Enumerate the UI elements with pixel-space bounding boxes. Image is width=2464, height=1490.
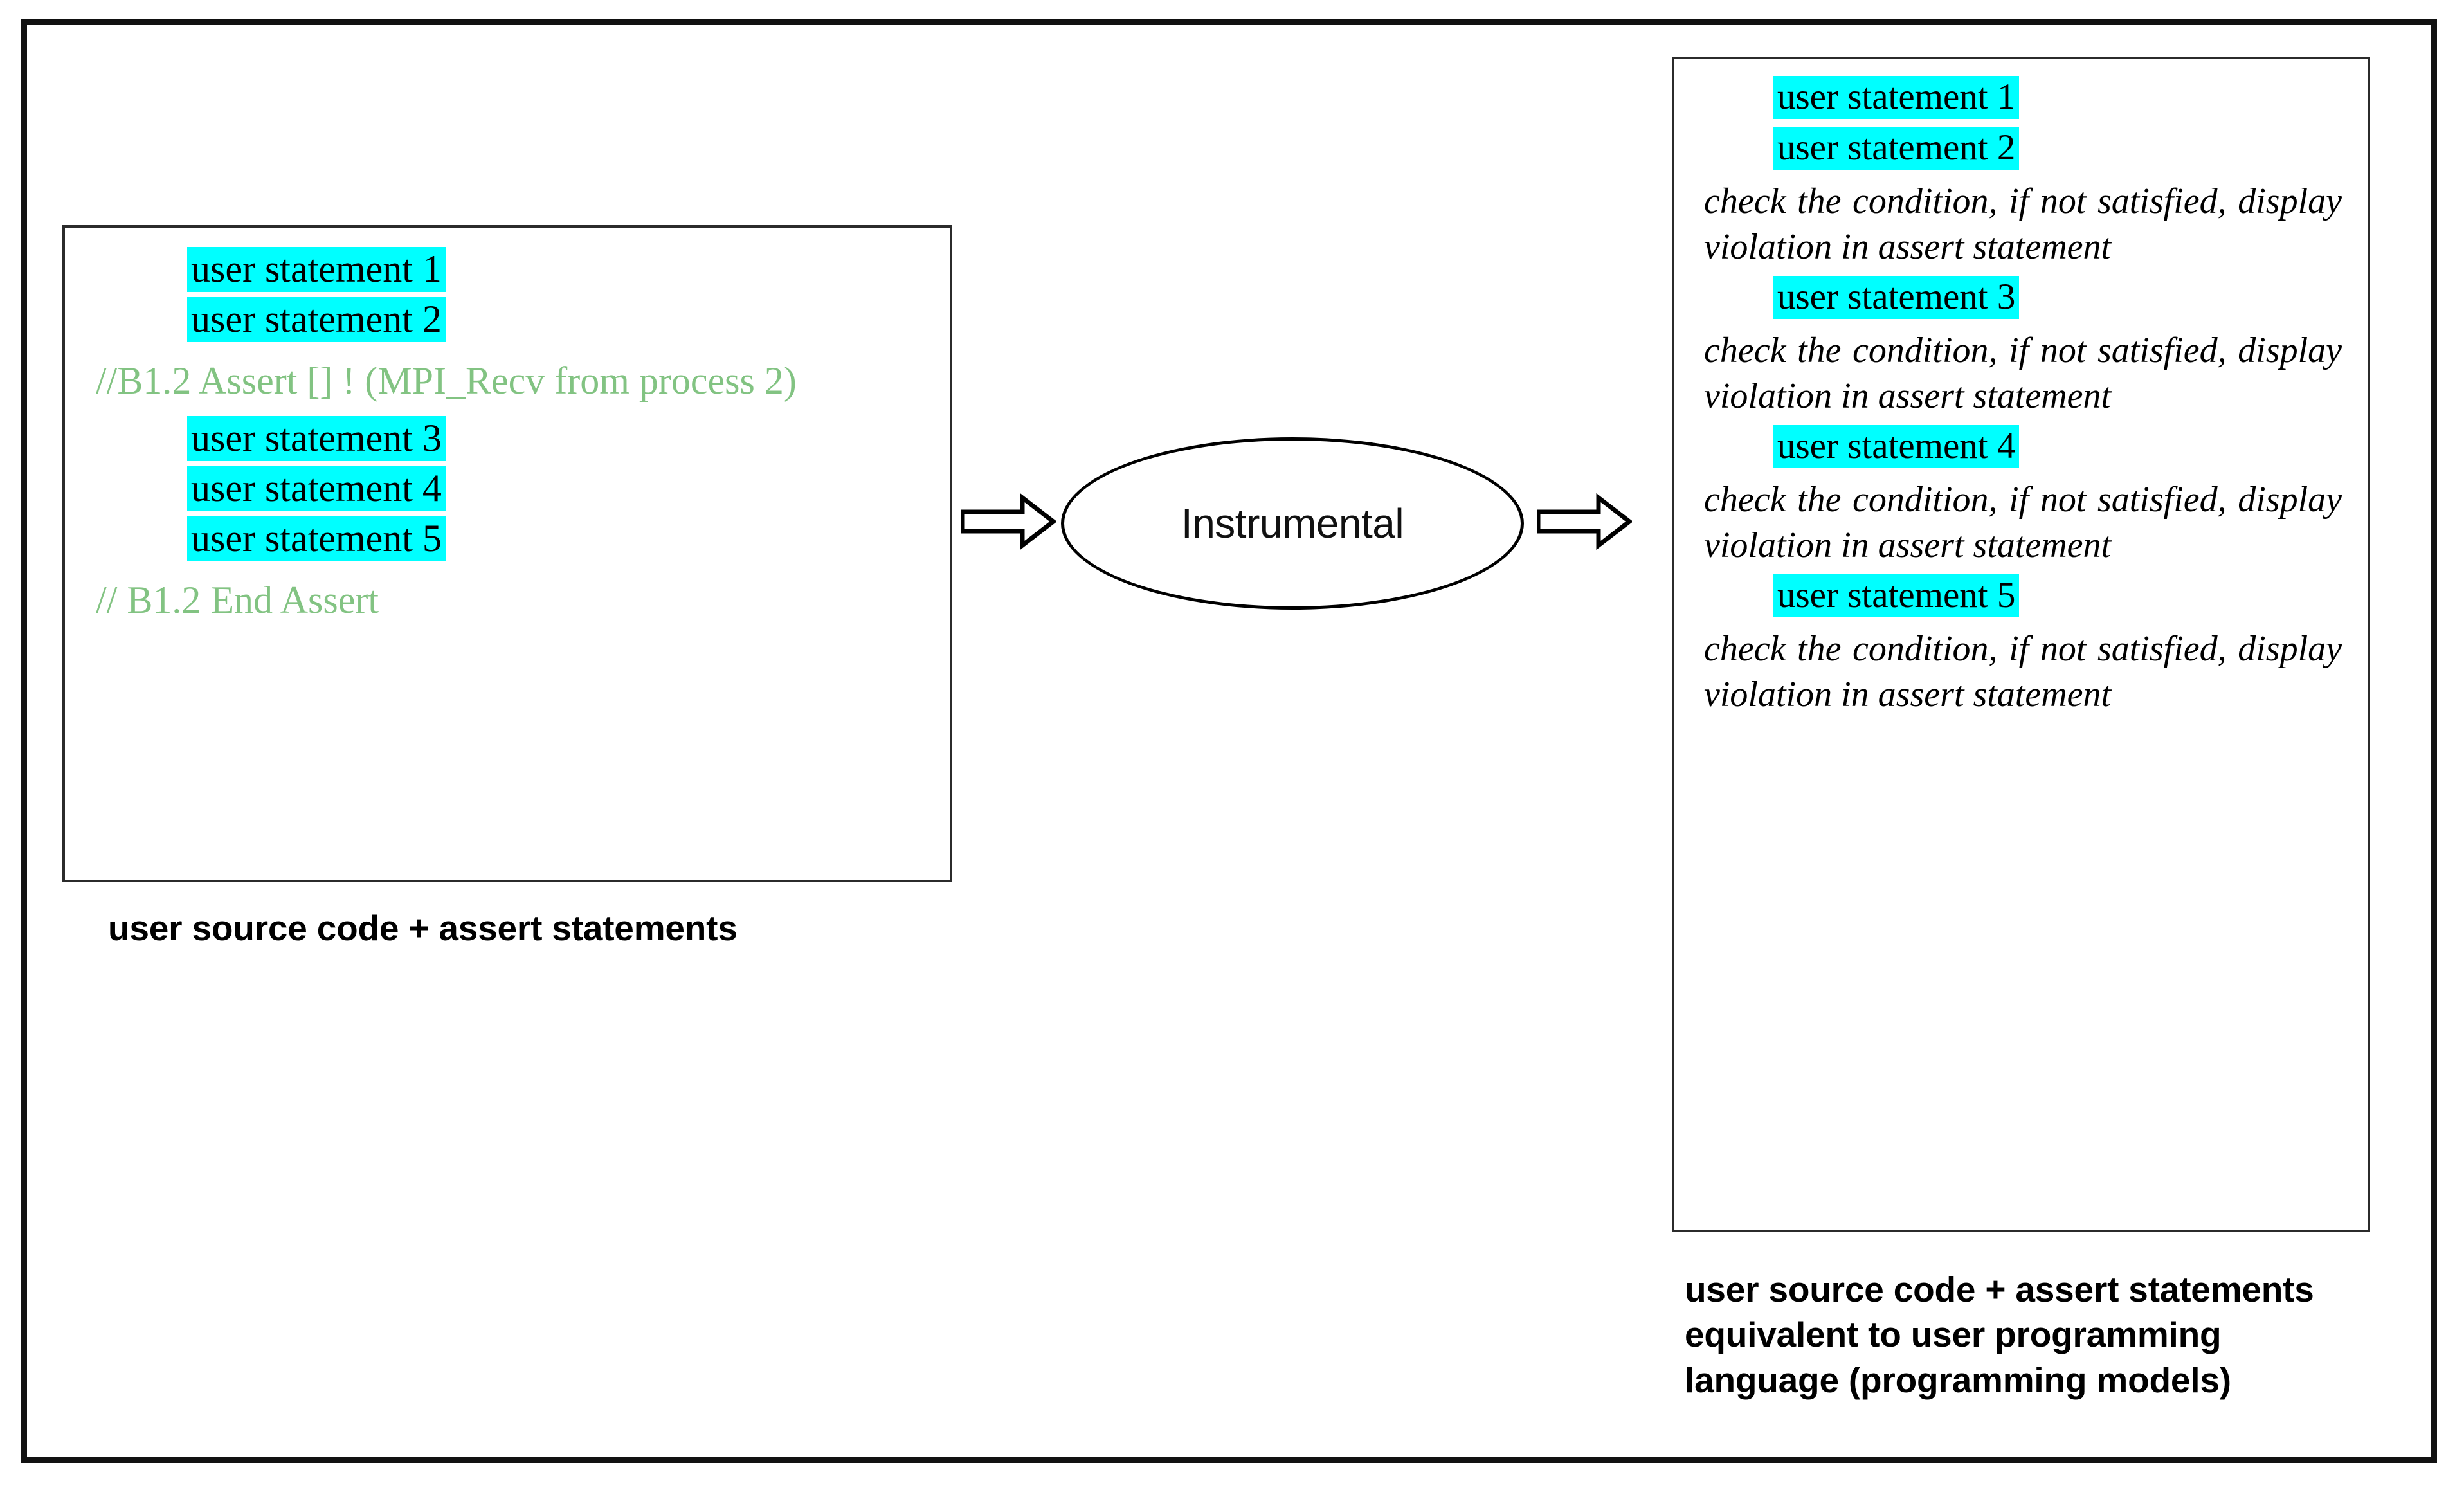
left-statement-3: user statement 3: [187, 415, 446, 461]
left-panel-caption: user source code + assert statements: [108, 908, 738, 948]
left-statement-5-row: user statement 5: [96, 516, 919, 561]
instrumental-label: Instrumental: [1181, 500, 1404, 547]
right-statement-5-row: user statement 5: [1704, 574, 2342, 618]
right-code-body: user statement 1 user statement 2 check …: [1704, 76, 2342, 723]
right-caption-line-2: equivalent to user programming: [1685, 1314, 2222, 1355]
right-caption-line-3: language (programming models): [1685, 1359, 2231, 1400]
right-instrumented-code-panel: user statement 1 user statement 2 check …: [1672, 57, 2370, 1232]
left-assert-end-comment: // B1.2 End Assert: [96, 578, 379, 621]
right-check-note-1: check the condition, if not satisfied, d…: [1704, 181, 2342, 267]
instrumental-process-ellipse: Instrumental: [1061, 437, 1524, 610]
left-statement-4-row: user statement 4: [96, 466, 919, 511]
right-statement-1-row: user statement 1: [1704, 76, 2342, 119]
left-statement-3-row: user statement 3: [96, 415, 919, 461]
left-statement-5: user statement 5: [187, 516, 446, 561]
left-statement-1-row: user statement 1: [96, 247, 919, 292]
right-panel-caption: user source code + assert statements equ…: [1685, 1267, 2443, 1403]
left-assert-begin-comment: //B1.2 Assert [] ! (MPI_Recv from proces…: [96, 359, 797, 402]
left-statement-2: user statement 2: [187, 297, 446, 342]
right-statement-2-row: user statement 2: [1704, 127, 2342, 170]
input-arrow-icon: [961, 493, 1056, 550]
right-check-note-4: check the condition, if not satisfied, d…: [1704, 629, 2342, 714]
right-caption-line-1: user source code + assert statements: [1685, 1269, 2314, 1309]
right-check-note-3: check the condition, if not satisfied, d…: [1704, 480, 2342, 565]
left-statement-1: user statement 1: [187, 247, 446, 292]
right-statement-5: user statement 5: [1773, 574, 2020, 618]
right-statement-4: user statement 4: [1773, 425, 2020, 469]
right-check-note-2: check the condition, if not satisfied, d…: [1704, 331, 2342, 416]
left-source-code-panel: user statement 1 user statement 2 //B1.2…: [62, 225, 952, 882]
right-statement-1: user statement 1: [1773, 76, 2020, 119]
right-statement-2: user statement 2: [1773, 127, 2020, 170]
output-arrow-icon: [1537, 493, 1632, 550]
right-statement-3-row: user statement 3: [1704, 276, 2342, 320]
right-statement-3: user statement 3: [1773, 276, 2020, 320]
left-code-body: user statement 1 user statement 2 //B1.2…: [96, 247, 919, 635]
left-statement-2-row: user statement 2: [96, 297, 919, 342]
right-statement-4-row: user statement 4: [1704, 425, 2342, 469]
left-statement-4: user statement 4: [187, 466, 446, 511]
